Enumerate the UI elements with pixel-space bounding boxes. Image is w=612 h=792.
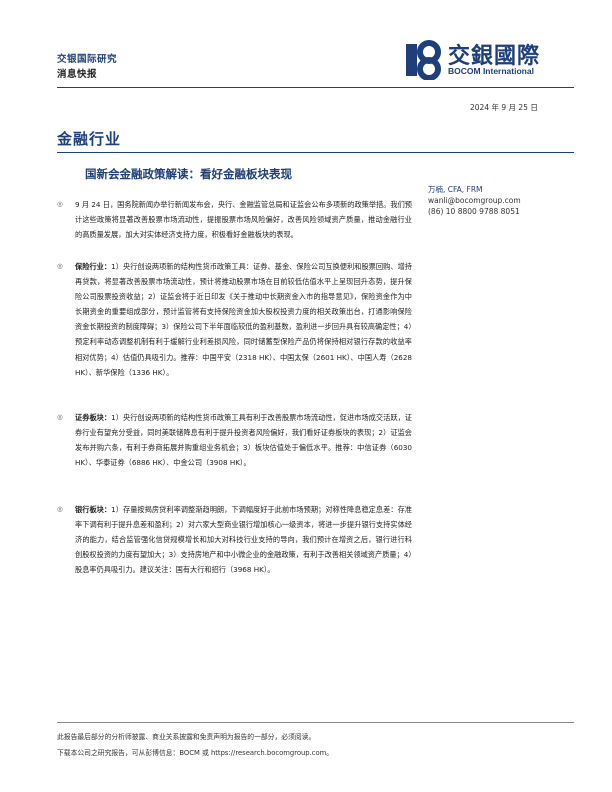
author-phone: (86) 10 8800 9788 8051	[428, 207, 520, 216]
author-block: 万楠, CFA, FRM wanli@bocomgroup.com (86) 1…	[428, 184, 521, 217]
logo-chinese-text: 交銀國際	[448, 43, 541, 69]
footer-disclaimer: 此报告最后部分的分析师披露、商业关系披露和免责声明为报告的一部分，必须阅读。	[57, 733, 316, 741]
logo-english-text: BOCOM International	[448, 66, 534, 76]
paragraph-securities: ◎ 证券板块：1）央行创设两项新的结构性货币政策工具有利于改善股票市场流动性，促…	[57, 410, 412, 470]
bullet-icon: ◎	[57, 200, 63, 208]
paragraph-text: 1）存量按揭房贷利率调整渐趋明朗，下调幅度好于此前市场预期；对称性降息稳定息差：…	[75, 505, 412, 575]
report-kind: 消息快报	[57, 69, 98, 80]
paragraph-text: 1）央行创设两项新的结构性货币政策工具有利于改善股票市场流动性，促进市场成交活跃…	[75, 413, 412, 468]
section-title: 金融行业	[57, 130, 122, 148]
paragraph-lead: 银行板块：	[75, 505, 112, 514]
bocom-logo-icon	[406, 40, 441, 80]
org-name: 交银国际研究	[57, 54, 118, 65]
paragraph-text: 9 月 24 日，国务院新闻办举行新闻发布会，央行、金融监管总局和证监会公布多项…	[75, 200, 412, 240]
author-name: 万楠, CFA, FRM	[428, 185, 483, 194]
paragraph-insurance: ◎ 保险行业：1）央行创设两项新的结构性货币政策工具：证券、基金、保险公司互换便…	[57, 259, 412, 380]
paragraph-intro: ◎ 9 月 24 日，国务院新闻办举行新闻发布会，央行、金融监管总局和证监会公布…	[57, 197, 412, 242]
report-date: 2024 年 9 月 25 日	[470, 103, 538, 112]
bullet-icon: ◎	[57, 262, 63, 270]
report-title: 国新会金融政策解读：看好金融板块表现	[85, 167, 292, 181]
paragraph-lead: 保险行业：	[75, 262, 112, 271]
author-email[interactable]: wanli@bocomgroup.com	[428, 196, 521, 205]
paragraph-text: 1）央行创设两项新的结构性货币政策工具：证券、基金、保险公司互换便利和股票回购、…	[75, 262, 412, 377]
bullet-icon: ◎	[57, 413, 63, 421]
footer-download[interactable]: 下载本公司之研究报告，可从彭博信息：BOCM 或 https://researc…	[57, 749, 334, 757]
bullet-icon: ◎	[57, 505, 63, 513]
paragraph-lead: 证券板块：	[75, 413, 112, 422]
section-divider	[57, 152, 574, 153]
company-logo: 交銀國際 BOCOM International	[404, 38, 574, 84]
footer-divider	[57, 722, 574, 723]
paragraph-banks: ◎ 银行板块：1）存量按揭房贷利率调整渐趋明朗，下调幅度好于此前市场预期；对称性…	[57, 502, 412, 577]
header-divider	[57, 87, 574, 88]
